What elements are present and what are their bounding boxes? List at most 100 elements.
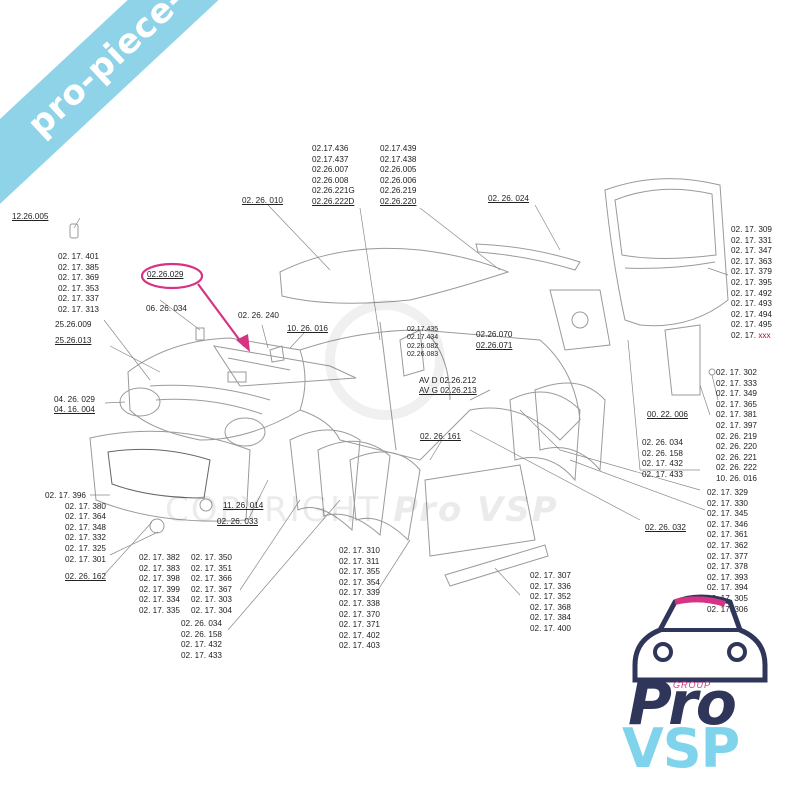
label-02-26-033: 02. 26. 033 xyxy=(217,517,258,526)
ref-item: 02.17.436 xyxy=(312,144,349,153)
ref-item: 02.26.008 xyxy=(312,175,349,185)
label-04-16-004: 04. 16. 004 xyxy=(54,405,95,414)
ref-item: 02. 17. 330 xyxy=(707,498,748,508)
stack-front-wheel: 02. 26. 034 02. 26. 158 02. 17. 432 02. … xyxy=(181,619,222,661)
ref-item: 02. 17. 367 xyxy=(191,584,232,594)
headlight-left xyxy=(119,387,161,417)
ref-item: 02. 17. 402 xyxy=(339,630,380,640)
ref-item: 02. 17. 348 xyxy=(65,522,106,532)
stack-rear-wheel: 02. 26. 034 02. 26. 158 02. 17. 432 02. … xyxy=(642,438,683,480)
ref-item: 02. 17. 337 xyxy=(58,294,99,304)
fog-light xyxy=(149,518,165,534)
ref-item: 02. 26. 158 xyxy=(642,448,683,458)
ref-item: 02. 26. 219 xyxy=(716,431,757,441)
ref-item: 02. 17. 354 xyxy=(339,577,380,587)
cowl-panel xyxy=(212,345,357,387)
ref-item: 02. 17. 304 xyxy=(191,605,232,615)
ref-item: 02. 17. 307 xyxy=(530,571,571,580)
ref-item: 02. 17. 403 xyxy=(339,641,380,651)
arch-front-2 xyxy=(317,440,391,537)
ref-item: 02. 17. 351 xyxy=(191,563,232,573)
ref-item: 02. 26. 034 xyxy=(642,438,683,447)
rear-spoiler xyxy=(475,243,581,271)
ref-item: 02.26.219 xyxy=(380,186,417,196)
ref-item: 02. 17. 382 xyxy=(139,553,180,562)
label-12-26-005: 12.26.005 xyxy=(12,212,49,221)
label-02-26-032: 02. 26. 032 xyxy=(645,523,686,532)
ref-item: 02. 17. 352 xyxy=(530,592,571,602)
ref-item: 02.26.007 xyxy=(312,165,349,175)
ref-item: 10. 26. 016 xyxy=(716,473,757,483)
headlight-right xyxy=(224,417,266,447)
arch-rear-1 xyxy=(509,391,581,482)
label-10-26-016: 10. 26. 016 xyxy=(287,324,328,333)
ref-item: 02. 17. 335 xyxy=(139,605,180,615)
stack-sill: 02. 17. 307 02. 17. 336 02. 17. 352 02. … xyxy=(530,571,571,635)
ref-item: 02. 17. 346 xyxy=(707,519,748,529)
ref-item: 02.17.438 xyxy=(380,154,417,164)
ref-item: 02. 17. 383 xyxy=(139,563,180,573)
ref-item: 02.26.005 xyxy=(380,165,417,175)
sill-panel xyxy=(444,544,549,587)
ref-item: 02.26.006 xyxy=(380,175,417,185)
ref-item: 02. 17. 401 xyxy=(58,252,99,261)
ref-item: 02. 17. 432 xyxy=(642,459,683,469)
ref-item: 02. 17. 347 xyxy=(731,246,772,256)
ref-item: 02.17.435 xyxy=(407,326,439,333)
ref-item: 02. 17. 313 xyxy=(58,304,99,314)
small-clip xyxy=(69,223,79,239)
ref-item: 02. 17. 433 xyxy=(181,650,222,660)
tailgate xyxy=(604,178,729,327)
label-11-26-014: 11. 26. 014 xyxy=(223,501,264,510)
ref-item: 02. 17. 334 xyxy=(139,595,180,605)
ref-item: 02. 17. 350 xyxy=(191,553,232,562)
stack-arch-a: 02. 17. 382 02. 17. 383 02. 17. 398 02. … xyxy=(139,553,180,617)
stack-arch-b: 02. 17. 350 02. 17. 351 02. 17. 366 02. … xyxy=(191,553,232,617)
label-02-26-010: 02. 26. 010 xyxy=(242,196,283,205)
arch-rear-2 xyxy=(534,382,606,472)
highlight-ring xyxy=(140,262,204,290)
copyright-watermark: COPYRIGHT Pro VSP xyxy=(165,490,559,530)
ref-item: 02.26.222D xyxy=(312,196,355,206)
logo-group-text: GROUP xyxy=(673,680,712,690)
grille xyxy=(107,448,211,499)
ref-item: 02. 17. 302 xyxy=(716,368,757,377)
label-04-26-029: 04. 26. 029 xyxy=(54,395,95,404)
ref-item: 02. 17. 364 xyxy=(65,512,106,522)
ref-item: 02. 17. 368 xyxy=(530,602,571,612)
arch-front-1 xyxy=(289,429,361,532)
ref-item: 02. 17. 345 xyxy=(707,509,748,519)
ref-item: 02. 17. 305 xyxy=(707,593,748,603)
stack-door: 02. 17. 310 02. 17. 311 02. 17. 355 02. … xyxy=(339,546,380,652)
ref-item: 02. 17. 363 xyxy=(731,256,772,266)
ref-item: 02. 17. 433 xyxy=(642,469,683,479)
ref-item: 02.26.220 xyxy=(380,196,417,206)
ref-item: 02. 17. 306 xyxy=(707,604,748,614)
ref-item: 02. 17. 369 xyxy=(58,273,99,283)
stack-front-left: 02. 17. 401 02. 17. 385 02. 17. 369 02. … xyxy=(58,252,99,316)
ref-item: 02. 17. 395 xyxy=(731,277,772,287)
stack-tailgate: 02. 17. 309 02. 17. 331 02. 17. 347 02. … xyxy=(731,225,772,342)
ref-item: 02. 17. 384 xyxy=(530,613,571,623)
label-02-26-070: 02.26.070 xyxy=(476,330,513,339)
ref-item: 02.26.082 xyxy=(407,342,439,350)
ref-item: 02. 26. 034 xyxy=(181,619,222,628)
ref-item: 02.26.083 xyxy=(407,351,439,359)
ref-item: 02. 17. 399 xyxy=(139,584,180,594)
ref-item: 02. 17. 432 xyxy=(181,640,222,650)
stack-roof-right: 02.17.439 02.17.438 02.26.005 02.26.006 … xyxy=(380,144,416,208)
label-av-g: AV G 02.26.213 xyxy=(419,386,477,395)
ref-item: 02. 26. 221 xyxy=(716,452,757,462)
ref-item: 02. 17. 377 xyxy=(707,551,748,561)
ref-item: 02. 17. 370 xyxy=(339,609,380,619)
label-02-26-071: 02.26.071 xyxy=(476,341,513,350)
ref-item: 02. 17. 381 xyxy=(716,410,757,420)
ref-item: 02.17.434 xyxy=(407,334,439,342)
ref-item: 02. 17. 338 xyxy=(339,598,380,608)
ref-item: 02. 17. 371 xyxy=(339,620,380,630)
ref-item: 02. 17. 349 xyxy=(716,389,757,399)
rear-quarter xyxy=(549,289,611,351)
ref-item: 02. 17. 303 xyxy=(191,595,232,605)
ref-item: 02. 26. 222 xyxy=(716,463,757,473)
ref-item: 02. 17. 309 xyxy=(731,225,772,234)
